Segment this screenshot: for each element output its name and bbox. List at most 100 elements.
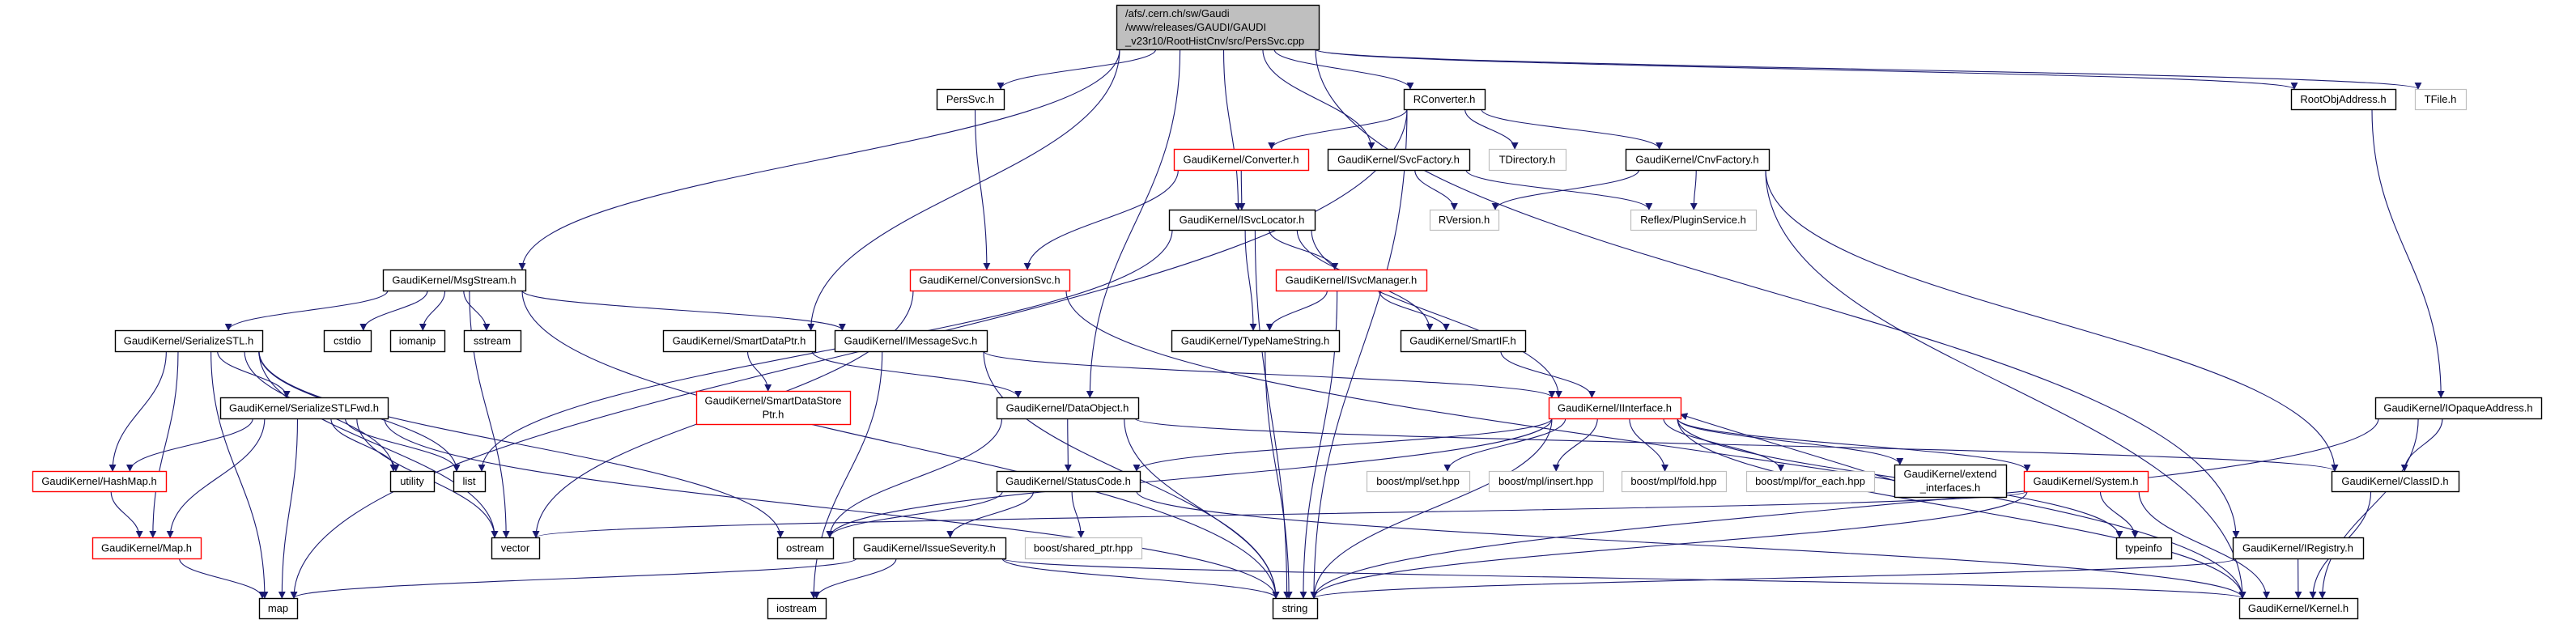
node-serializestl[interactable]: GaudiKernel/SerializeSTL.h (114, 329, 264, 353)
node-box (389, 329, 446, 353)
node-label: GaudiKernel/MsgStream.h (392, 274, 516, 287)
node-conversionsvc[interactable]: GaudiKernel/ConversionSvc.h (909, 269, 1071, 292)
node-serializestlfwd[interactable]: GaudiKernel/SerializeSTLFwd.h (219, 397, 389, 420)
node-box (463, 329, 522, 353)
node-label: GaudiKernel/IOpaqueAddress.h (2383, 402, 2532, 414)
node-classid[interactable]: GaudiKernel/ClassID.h (2331, 470, 2460, 493)
node-label: boost/mpl/insert.hpp (1498, 475, 1593, 487)
edge-smartdataptr-to-dataobject (811, 350, 1022, 398)
node-label: vector (501, 542, 530, 554)
edge-issueseverity-to-kernel (1001, 558, 2246, 599)
node-label: map (268, 602, 288, 614)
edge-system-to-kernel (2138, 490, 2271, 599)
node-system[interactable]: GaudiKernel/System.h (2023, 470, 2149, 493)
node-mplset[interactable]: boost/mpl/set.hpp (1366, 470, 1471, 493)
node-box (1275, 269, 1428, 292)
node-box (1488, 470, 1605, 493)
node-box (491, 537, 541, 560)
edge-isvclocator-to-string (1254, 229, 1291, 599)
node-issueseverity[interactable]: GaudiKernel/IssueSeverity.h (852, 537, 1007, 560)
node-label: GaudiKernel/Kernel.h (2248, 602, 2349, 614)
node-iostream[interactable]: iostream (767, 597, 827, 620)
node-typenamestring[interactable]: GaudiKernel/TypeNameString.h (1171, 329, 1341, 353)
node-mplinsert[interactable]: boost/mpl/insert.hpp (1488, 470, 1605, 493)
node-cstdio[interactable]: cstdio (323, 329, 372, 353)
node-dataobject[interactable]: GaudiKernel/DataObject.h (996, 397, 1140, 420)
node-box (114, 329, 264, 353)
node-vector[interactable]: vector (491, 537, 541, 560)
node-box (2331, 470, 2460, 493)
node-label: utility (400, 475, 424, 487)
node-smartif[interactable]: GaudiKernel/SmartIF.h (1400, 329, 1527, 353)
edge-statuscode-to-kernel (1136, 490, 2247, 599)
node-ostream[interactable]: ostream (776, 537, 835, 560)
node-statuscode[interactable]: GaudiKernel/StatusCode.h (996, 470, 1141, 493)
node-box (996, 470, 1141, 493)
edge-converter-to-isvclocator (1238, 169, 1246, 210)
node-label: GaudiKernel/extend (1904, 468, 1997, 480)
node-pluginservice[interactable]: Reflex/PluginService.h (1630, 209, 1758, 231)
node-iregistry[interactable]: GaudiKernel/IRegistry.h (2232, 537, 2365, 560)
node-iinterface[interactable]: GaudiKernel/IInterface.h (1548, 397, 1682, 420)
node-box (1894, 464, 2008, 499)
edge-msgstream-to-vector (469, 290, 510, 538)
node-rconverter[interactable]: RConverter.h (1403, 88, 1486, 111)
node-label: list (463, 475, 476, 487)
node-isvcmanager[interactable]: GaudiKernel/ISvcManager.h (1275, 269, 1428, 292)
node-tdirectory[interactable]: TDirectory.h (1488, 148, 1567, 172)
node-iomanip[interactable]: iomanip (389, 329, 446, 353)
node-label: GaudiKernel/SerializeSTLFwd.h (229, 402, 379, 414)
node-label: boost/mpl/for_each.hpp (1755, 475, 1865, 487)
node-cnvfactory[interactable]: GaudiKernel/CnvFactory.h (1625, 148, 1770, 172)
node-extendinterfaces[interactable]: GaudiKernel/extend_interfaces.h (1894, 464, 2008, 499)
node-hashmap[interactable]: GaudiKernel/HashMap.h (32, 470, 168, 493)
node-iopaqueaddress[interactable]: GaudiKernel/IOpaqueAddress.h (2374, 397, 2543, 420)
node-typeinfo[interactable]: typeinfo (2115, 537, 2173, 560)
node-box (834, 329, 988, 353)
node-maph[interactable]: GaudiKernel/Map.h (91, 537, 202, 560)
edge-converter-to-conversionsvc (1023, 169, 1179, 270)
node-rootobjaddress[interactable]: RootObjAddress.h (2290, 88, 2397, 111)
edge-iopaqueaddress-to-kernel (2319, 418, 2419, 599)
node-box (996, 397, 1140, 420)
node-smartdataptr[interactable]: GaudiKernel/SmartDataPtr.h (662, 329, 817, 353)
node-sharedptr[interactable]: boost/shared_ptr.hpp (1024, 537, 1143, 560)
node-rversion[interactable]: RVersion.h (1429, 209, 1500, 231)
node-msgstream[interactable]: GaudiKernel/MsgStream.h (382, 269, 527, 292)
edge-rconverter-to-cnvfactory (1481, 108, 1664, 150)
node-box (1173, 148, 1310, 172)
edge-dataobject-to-ostream (826, 418, 1003, 538)
node-perssvc[interactable]: PersSvc.h (936, 88, 1005, 111)
node-sstream[interactable]: sstream (463, 329, 522, 353)
node-isvclocator[interactable]: GaudiKernel/ISvcLocator.h (1168, 209, 1316, 231)
node-label: Reflex/PluginService.h (1640, 214, 1746, 226)
node-converter[interactable]: GaudiKernel/Converter.h (1173, 148, 1310, 172)
node-string[interactable]: string (1272, 597, 1319, 620)
edge-root-to-tfile (1315, 49, 2421, 90)
edge-msgstream-to-sstream (463, 290, 491, 331)
node-box (2115, 537, 2173, 560)
node-label: GaudiKernel/SmartIF.h (1409, 335, 1516, 347)
node-tfile[interactable]: TFile.h (2414, 88, 2468, 111)
edge-msgstream-to-serializestl (224, 290, 389, 331)
node-kernel[interactable]: GaudiKernel/Kernel.h (2238, 597, 2359, 620)
node-mplfold[interactable]: boost/mpl/fold.hpp (1621, 470, 1728, 493)
node-box (909, 269, 1071, 292)
node-map[interactable]: map (258, 597, 299, 620)
node-root[interactable]: /afs/.cern.ch/sw/Gaudi/www/releases/GAUD… (1116, 4, 1320, 51)
node-svcfactory[interactable]: GaudiKernel/SvcFactory.h (1327, 148, 1471, 172)
edge-issueseverity-to-string (1001, 558, 1280, 599)
node-mplforeach[interactable]: boost/mpl/for_each.hpp (1745, 470, 1876, 493)
edge-dataobject-to-classid (1134, 418, 2339, 472)
node-utility[interactable]: utility (389, 470, 436, 493)
node-box (2290, 88, 2397, 111)
edge-root-to-dataobject (1086, 49, 1181, 398)
edge-iopaqueaddress-to-classid (2400, 418, 2443, 472)
node-box (1400, 329, 1527, 353)
node-box (1488, 148, 1567, 172)
edge-isvclocator-to-isvcmanager (1269, 229, 1339, 270)
node-list[interactable]: list (453, 470, 487, 493)
node-imessagesvc[interactable]: GaudiKernel/IMessageSvc.h (834, 329, 988, 353)
